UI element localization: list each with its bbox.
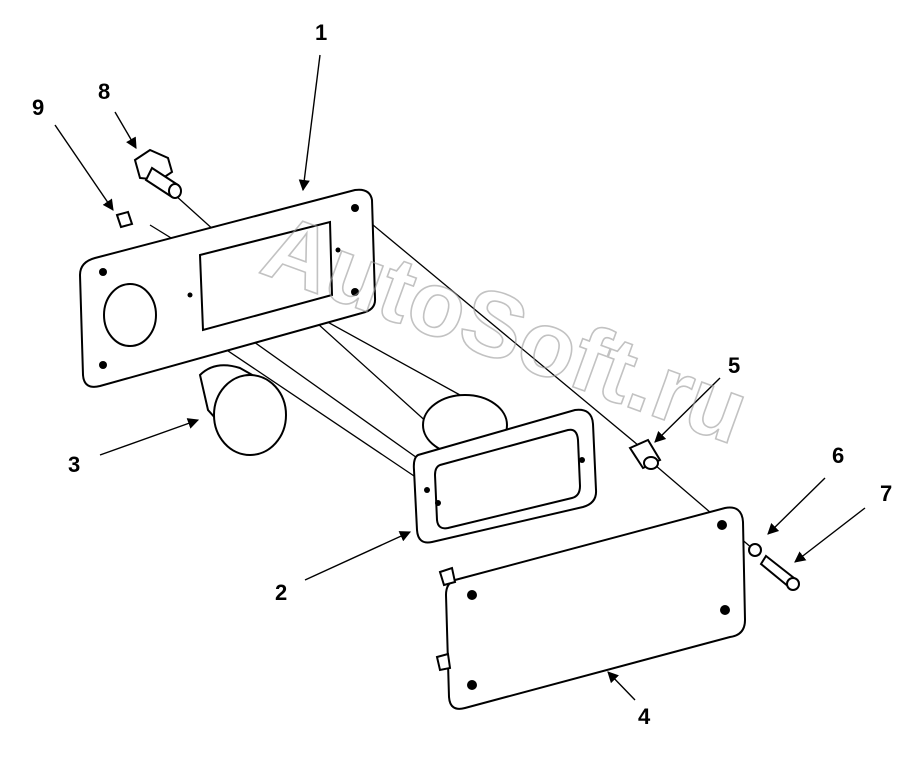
plug (115, 210, 134, 229)
callout-7: 7 (880, 481, 892, 506)
round-lamp (198, 364, 287, 456)
callout-4: 4 (638, 704, 651, 729)
screw (759, 554, 800, 591)
nut (748, 543, 762, 557)
sleeve (628, 438, 662, 470)
bulb (133, 148, 182, 199)
headlamp (412, 394, 598, 544)
callout-3: 3 (68, 452, 80, 477)
callout-6: 6 (832, 443, 844, 468)
mounting-panel (78, 188, 377, 388)
callout-1: 1 (315, 20, 327, 45)
callout-2: 2 (275, 580, 287, 605)
cover-plate (435, 506, 747, 710)
callout-8: 8 (98, 79, 110, 104)
leader-lines (54, 54, 866, 701)
callout-9: 9 (32, 95, 44, 120)
callout-5: 5 (728, 353, 740, 378)
